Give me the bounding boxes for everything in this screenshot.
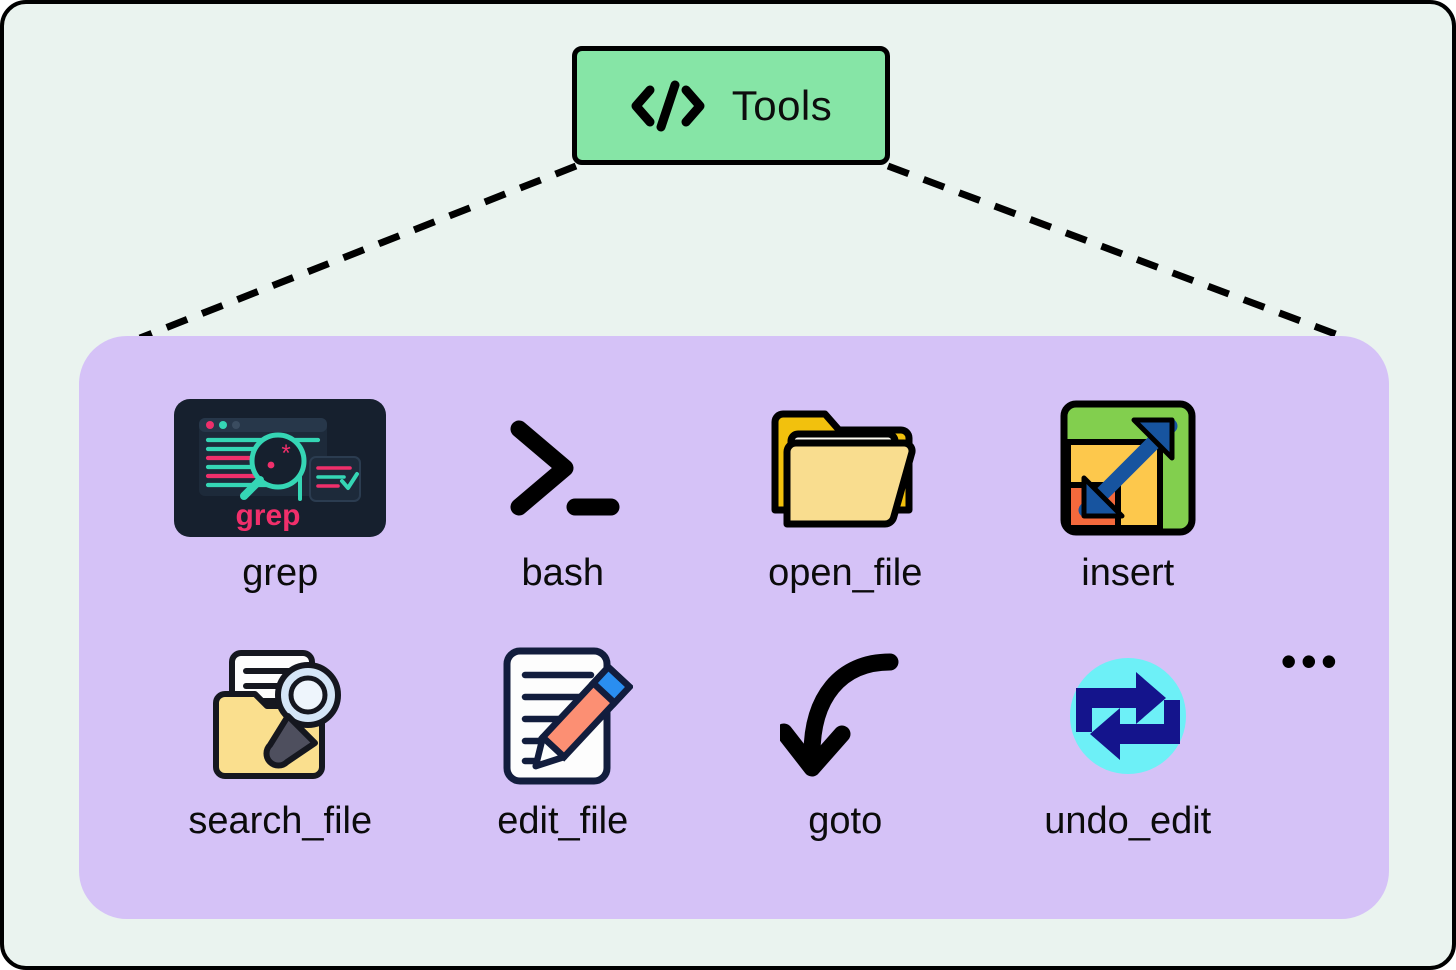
tool-item-undo-edit[interactable]: undo_edit (987, 642, 1270, 890)
tool-item-edit-file[interactable]: edit_file (422, 642, 705, 890)
tool-label-undo-edit: undo_edit (1044, 800, 1212, 842)
tools-title: Tools (731, 81, 833, 129)
insert-resize-arrow-icon (1060, 400, 1196, 536)
tool-label-edit-file: edit_file (497, 800, 629, 842)
svg-text:*: * (282, 440, 291, 467)
bash-prompt-icon (510, 420, 620, 516)
tools-grid: * grep (139, 394, 1269, 890)
tool-label-insert: insert (1081, 552, 1175, 594)
folder-magnifier-icon (213, 650, 342, 779)
undo-repeat-arrows-icon (1069, 658, 1186, 774)
tool-item-grep[interactable]: * grep (139, 394, 422, 642)
open-folder-icon (771, 410, 916, 528)
tool-label-grep: grep (242, 552, 319, 594)
tool-item-search-file[interactable]: search_file (139, 642, 422, 890)
tool-label-bash: bash (521, 552, 604, 594)
tool-item-insert[interactable]: insert (987, 394, 1270, 642)
tool-label-goto: goto (808, 800, 883, 842)
tool-item-open-file[interactable]: open_file (704, 394, 987, 642)
grep-terminal-search-icon: * grep (174, 399, 387, 537)
connector-right (886, 162, 1348, 342)
more-tools-ellipsis: ••• (1280, 635, 1341, 687)
tools-panel: * grep (79, 336, 1389, 919)
tools-node[interactable]: Tools (572, 46, 890, 165)
tool-label-open-file: open_file (768, 552, 923, 594)
svg-text:grep: grep (236, 499, 301, 532)
document-pencil-icon (503, 647, 633, 785)
code-brackets-icon (631, 80, 705, 131)
tool-label-search-file: search_file (188, 800, 373, 842)
tool-item-goto[interactable]: goto (704, 642, 987, 890)
connector-left (138, 162, 578, 342)
tool-item-bash[interactable]: bash (422, 394, 705, 642)
curved-down-arrow-icon (780, 653, 899, 777)
